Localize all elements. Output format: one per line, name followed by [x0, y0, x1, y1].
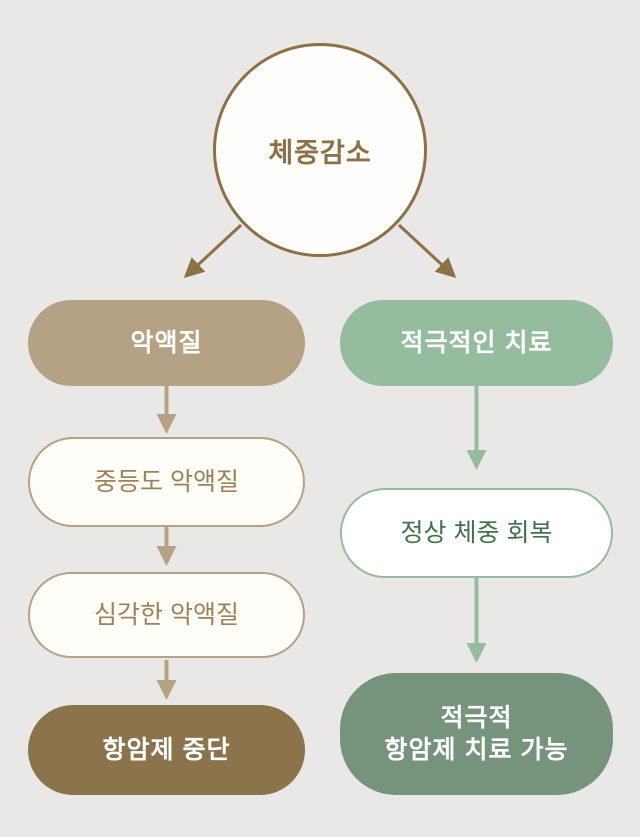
left-branch-header-label: 악액질	[130, 328, 203, 357]
right-branch-header-active-treatment: 적극적인 치료	[340, 300, 613, 386]
root-node-weight-loss: 체중감소	[213, 43, 427, 257]
branch-arrow-left	[183, 223, 243, 279]
left-step-1-label: 중등도 악액질	[94, 467, 239, 496]
right-outcome-active-chemo-possible: 적극적 항암제 치료 가능	[340, 673, 613, 795]
right-outcome-label-line1: 적극적	[440, 703, 513, 732]
left-step-2-label: 심각한 악액질	[94, 600, 239, 629]
right-outcome-label-line2: 항암제 치료 가능	[384, 736, 569, 764]
left-outcome-label: 항암제 중단	[102, 735, 231, 764]
root-node-label: 체중감소	[268, 137, 372, 168]
left-step-severe-cachexia: 심각한 악액질	[28, 572, 305, 658]
right-branch-header-label: 적극적인 치료	[400, 328, 553, 357]
branch-arrow-right	[397, 223, 457, 279]
right-step-normal-weight-recovery: 정상 체중 회복	[340, 488, 613, 578]
left-outcome-chemo-discontinuation: 항암제 중단	[28, 705, 305, 795]
left-branch-header-cachexia: 악액질	[28, 300, 305, 386]
right-step-1-label: 정상 체중 회복	[400, 518, 553, 547]
left-step-moderate-cachexia: 중등도 악액질	[28, 437, 305, 527]
